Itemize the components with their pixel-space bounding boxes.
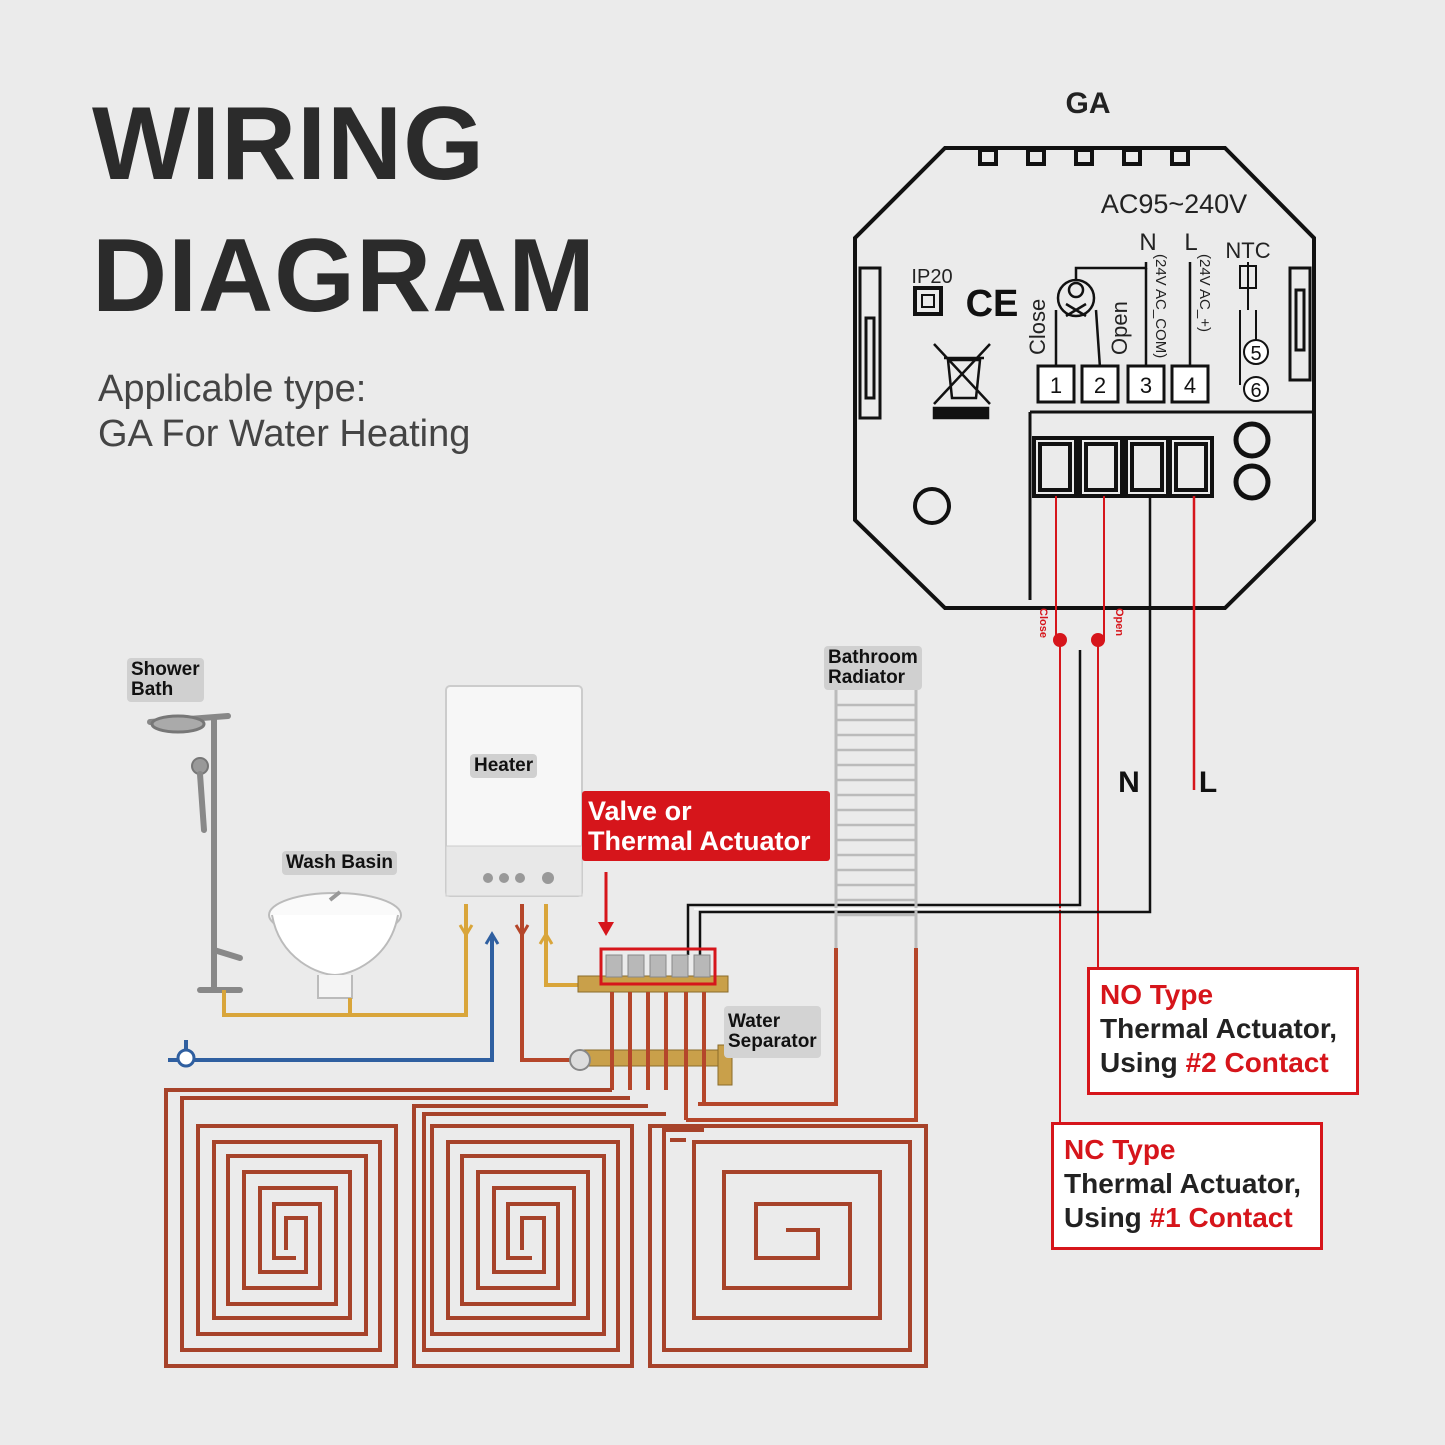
heater-label: Heater: [474, 755, 534, 776]
wash-basin-label: Wash Basin: [286, 852, 393, 873]
title-line-1: WIRING: [92, 86, 486, 202]
wire-open: [1097, 496, 1105, 967]
shower-icon: [147, 713, 243, 993]
cold-water-tap-icon: [176, 1048, 196, 1068]
open-contact-dot: [1091, 633, 1105, 647]
valve-thermal-actuator-tag: Valve or Thermal Actuator: [582, 791, 830, 861]
nc-type-title: NC Type: [1064, 1134, 1176, 1165]
bathroom-radiator-tag: Bathroom Radiator: [824, 646, 922, 690]
terminal-6: 6: [1250, 380, 1261, 402]
pipe-flow-arrows: [458, 924, 554, 945]
shower-bath-label: Shower Bath: [131, 659, 200, 700]
manifold-drop-pipes: [610, 992, 706, 1120]
water-separator-tag: Water Separator: [724, 1006, 821, 1058]
wire-n: [686, 496, 1152, 955]
open-contact-label: Open: [1107, 301, 1132, 355]
n-sub-label: (24V AC_COM): [1152, 254, 1169, 358]
subtitle-line-1: Applicable type:: [98, 368, 367, 410]
wash-basin-tag: Wash Basin: [282, 851, 397, 875]
terminal-block-top: 1 2 3 4 5 6: [1036, 339, 1269, 404]
weee-bin-icon: [932, 343, 991, 420]
valve-tag-line-2: Thermal Actuator: [588, 826, 811, 856]
shower-bath-tag: Shower Bath: [127, 658, 204, 702]
warm-water-pipe: [222, 904, 578, 1017]
ntc-sensor-icon: [1239, 262, 1257, 385]
open-wire-label: Open: [1113, 608, 1125, 636]
terminal-2: 2: [1094, 373, 1106, 398]
wire-close: [1055, 496, 1061, 1122]
terminal-5: 5: [1250, 343, 1261, 365]
floor-heating-loops: [164, 1088, 928, 1368]
heater-tag: Heater: [470, 754, 538, 778]
ip20-icon: [913, 286, 943, 316]
nc-type-using: Using: [1064, 1202, 1150, 1233]
no-type-using: Using: [1100, 1047, 1186, 1078]
terminal-1: 1: [1050, 373, 1062, 398]
no-type-line-3: Using #2 Contact: [1100, 1046, 1346, 1080]
ce-mark: CE: [966, 283, 1019, 325]
n-terminal-label: N: [1139, 229, 1156, 256]
l-sub-label: (24V AC_+): [1196, 254, 1213, 332]
no-type-line-2: Thermal Actuator,: [1100, 1013, 1338, 1044]
hot-water-pipes: [520, 904, 918, 1122]
terminal-4: 4: [1184, 373, 1196, 398]
motor-valve-icon: [1054, 262, 1192, 369]
voltage-label: AC95~240V: [1101, 189, 1247, 219]
device-model-label: GA: [1066, 87, 1111, 120]
device-backplate: [853, 146, 1316, 610]
nc-type-note: NC Type Thermal Actuator, Using #1 Conta…: [1051, 1122, 1323, 1250]
close-contact-dot: [1053, 633, 1067, 647]
bathroom-radiator-label: Bathroom Radiator: [828, 647, 918, 688]
bathroom-radiator-icon: [834, 690, 918, 948]
nc-type-line-2: Thermal Actuator,: [1064, 1168, 1302, 1199]
valve-pointer-arrow: [598, 872, 614, 936]
valve-tag-line-1: Valve or: [588, 796, 692, 826]
actuator-highlight-box: [599, 947, 717, 986]
water-separator-label: Water Separator: [728, 1011, 817, 1052]
l-terminal-label: L: [1184, 229, 1197, 256]
close-contact-label: Close: [1025, 299, 1050, 355]
no-type-note: NO Type Thermal Actuator, Using #2 Conta…: [1087, 967, 1359, 1095]
nc-type-contact: #1 Contact: [1149, 1202, 1293, 1233]
nc-type-line-3: Using #1 Contact: [1064, 1201, 1310, 1235]
l-wire-label: L: [1199, 766, 1217, 799]
n-wire-label: N: [1118, 766, 1140, 799]
close-wire-label: Close: [1037, 608, 1049, 638]
ip20-label: IP20: [911, 266, 952, 288]
heater-icon: [445, 685, 583, 897]
no-type-title: NO Type: [1100, 979, 1214, 1010]
subtitle-line-2: GA For Water Heating: [98, 413, 471, 455]
wash-basin-icon: [268, 890, 402, 999]
water-separator-icon: [569, 954, 733, 1086]
no-type-contact: #2 Contact: [1185, 1047, 1329, 1078]
ntc-label: NTC: [1225, 238, 1270, 263]
title-line-2: DIAGRAM: [92, 218, 596, 334]
terminal-3: 3: [1140, 373, 1152, 398]
terminal-block-bottom: [913, 410, 1314, 600]
